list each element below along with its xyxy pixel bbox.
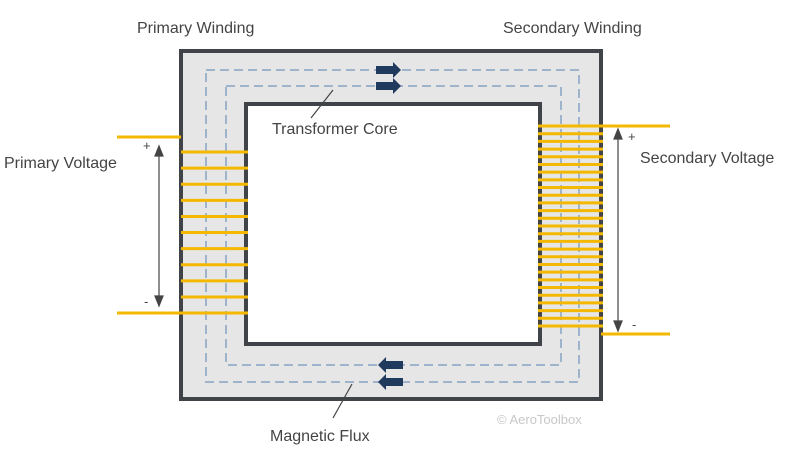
flux-arrow-right-icon (376, 62, 401, 78)
transformer-core-label: Transformer Core (272, 121, 398, 138)
arrow-head-up-icon (154, 144, 164, 157)
core-leader-line (310, 89, 334, 119)
arrow-head-up-icon (613, 127, 623, 140)
primary-voltage-label: Primary Voltage (4, 155, 117, 172)
copyright-text: © AeroToolbox (497, 412, 582, 427)
primary-plus-sign: + (143, 138, 151, 153)
primary-winding-label: Primary Winding (137, 20, 254, 37)
flux-leader-line (332, 383, 353, 419)
flux-arrow-right-icon (376, 78, 401, 94)
secondary-minus-sign: - (632, 317, 636, 332)
magnetic-flux-label: Magnetic Flux (270, 428, 370, 445)
secondary-winding-label: Secondary Winding (503, 20, 642, 37)
arrow-head-down-icon (154, 295, 164, 308)
secondary-plus-sign: + (628, 129, 636, 144)
transformer-core-window (244, 102, 542, 346)
flux-arrow-left-icon (378, 374, 403, 390)
primary-minus-sign: - (144, 294, 148, 309)
arrow-head-down-icon (613, 320, 623, 333)
primary-winding-coil (181, 150, 248, 299)
secondary-voltage-label: Secondary Voltage (640, 150, 774, 167)
secondary-winding-coil (538, 124, 603, 328)
flux-arrow-left-icon (378, 357, 403, 373)
